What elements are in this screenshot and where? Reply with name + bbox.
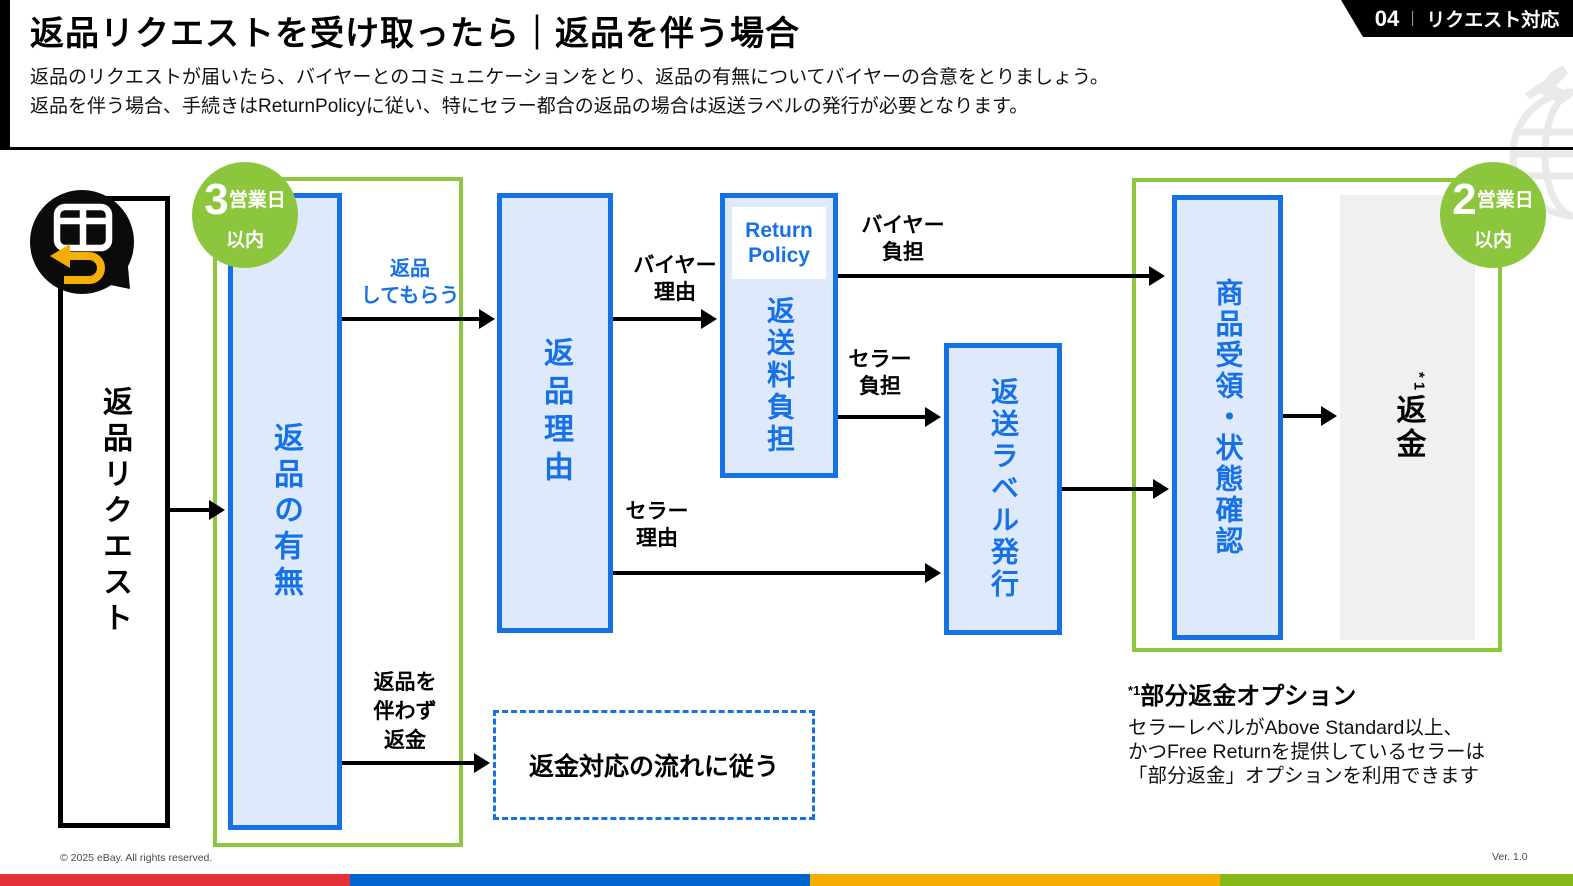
node-return-or-not: 返品の有無 — [228, 193, 342, 830]
badge-three-number: 3 — [204, 175, 229, 224]
version-text: Ver. 1.0 — [1492, 851, 1528, 863]
badge-two-number: 2 — [1452, 175, 1477, 224]
header-accent-bar — [0, 0, 10, 150]
footnote-heading: *1部分返金オプション — [1128, 683, 1357, 710]
node-return-label-issue: 返送ラベル発行 — [944, 343, 1062, 635]
badge-three-business-days: 3 営業日 以内 — [192, 162, 298, 268]
label-refund-without-return: 返品を 伴わず 返金 — [373, 671, 437, 752]
return-package-icon — [30, 190, 134, 294]
arrow-label-to-receipt — [1062, 479, 1169, 499]
footnote-line-3: 「部分返金」オプションを利用できます — [1128, 765, 1480, 787]
globe-airplane-watermark-icon — [1509, 66, 1573, 220]
badge-three-unit: 営業日 — [228, 189, 286, 211]
node-item-receipt-check-label: 商品受領・状態確認 — [1212, 278, 1244, 557]
node-return-reason-label: 返品理由 — [539, 337, 572, 489]
badge-two-unit: 営業日 — [1476, 189, 1534, 211]
label-have-item-returned: 返品 してもらう — [360, 258, 460, 307]
footnote-line-2: かつFree Returnを提供しているセラーは — [1128, 741, 1485, 763]
arrow-receipt-to-refund — [1283, 406, 1337, 426]
chapter-badge: 04 ｜ リクエスト対応 — [1341, 0, 1573, 37]
node-return-shipping-fee: Return Policy 返送料負担 — [720, 193, 838, 478]
chapter-label: リクエスト対応 — [1426, 10, 1560, 31]
node-return-shipping-fee-label: 返送料負担 — [764, 296, 795, 456]
refund-footnote-mark: *1 — [1410, 372, 1428, 395]
chapter-separator: ｜ — [1405, 11, 1421, 28]
node-item-receipt-check: 商品受領・状態確認 — [1172, 195, 1283, 640]
node-refund-label: *1返金 — [1391, 372, 1428, 463]
green-frame-right — [1132, 178, 1502, 652]
node-return-request-label: 返品リクエスト — [98, 386, 131, 638]
label-seller-reason: セラー 理由 — [625, 500, 689, 550]
arrow-request-to-decision — [170, 500, 225, 520]
node-refund-flow-note: 返金対応の流れに従う — [493, 710, 815, 820]
subtitle-line-1: 返品のリクエストが届いたら、バイヤーとのコミュニケーションをとり、返品の有無につ… — [30, 67, 1109, 88]
arrow-buyer-pays-to-receipt — [838, 266, 1165, 286]
arrow-reason-to-policy — [613, 309, 717, 329]
arrow-decision-to-reason — [342, 309, 495, 329]
footnote-line-1: セラーレベルがAbove Standard以上、 — [1128, 717, 1463, 739]
footer-bar-red — [0, 874, 350, 886]
node-refund-flow-note-label: 返金対応の流れに従う — [528, 753, 779, 781]
node-refund: *1返金 — [1340, 195, 1475, 640]
node-return-label-issue-label: 返送ラベル発行 — [988, 377, 1019, 601]
page-title: 返品リクエストを受け取ったら｜返品を伴う場合 — [30, 15, 800, 53]
label-buyer-reason: バイヤー 理由 — [633, 254, 717, 304]
footer-bar-green — [1220, 874, 1573, 886]
badge-three-within: 以内 — [225, 230, 264, 251]
badge-two-business-days: 2 営業日 以内 — [1440, 162, 1546, 268]
badge-two-within: 以内 — [1473, 230, 1512, 251]
header-divider — [0, 147, 1573, 150]
subtitle-line-2: 返品を伴う場合、手続きはReturnPolicyに従い、特にセラー都合の返品の場… — [30, 96, 1029, 117]
footnote-mark: *1 — [1128, 683, 1141, 698]
label-seller-pays: セラー 負担 — [848, 348, 912, 398]
footer-bar-yellow — [810, 874, 1220, 886]
node-return-reason: 返品理由 — [497, 193, 613, 633]
footer-bar-blue — [350, 874, 810, 886]
arrow-seller-pays-to-label — [838, 407, 941, 427]
label-buyer-pays: バイヤー 負担 — [861, 214, 945, 264]
node-return-or-not-label: 返品の有無 — [269, 421, 302, 602]
arrow-seller-reason-to-label — [613, 563, 941, 583]
copyright-text: © 2025 eBay. All rights reserved. — [60, 852, 213, 864]
return-policy-tag: Return Policy — [732, 207, 826, 279]
arrow-decision-to-refund-flow — [342, 753, 490, 773]
chapter-number: 04 — [1374, 5, 1400, 31]
footnote-body: セラーレベルがAbove Standard以上、 かつFree Returnを提… — [1128, 716, 1485, 788]
node-return-request: 返品リクエスト — [58, 196, 170, 828]
page-subtitle: 返品のリクエストが届いたら、バイヤーとのコミュニケーションをとり、返品の有無につ… — [30, 63, 1109, 121]
